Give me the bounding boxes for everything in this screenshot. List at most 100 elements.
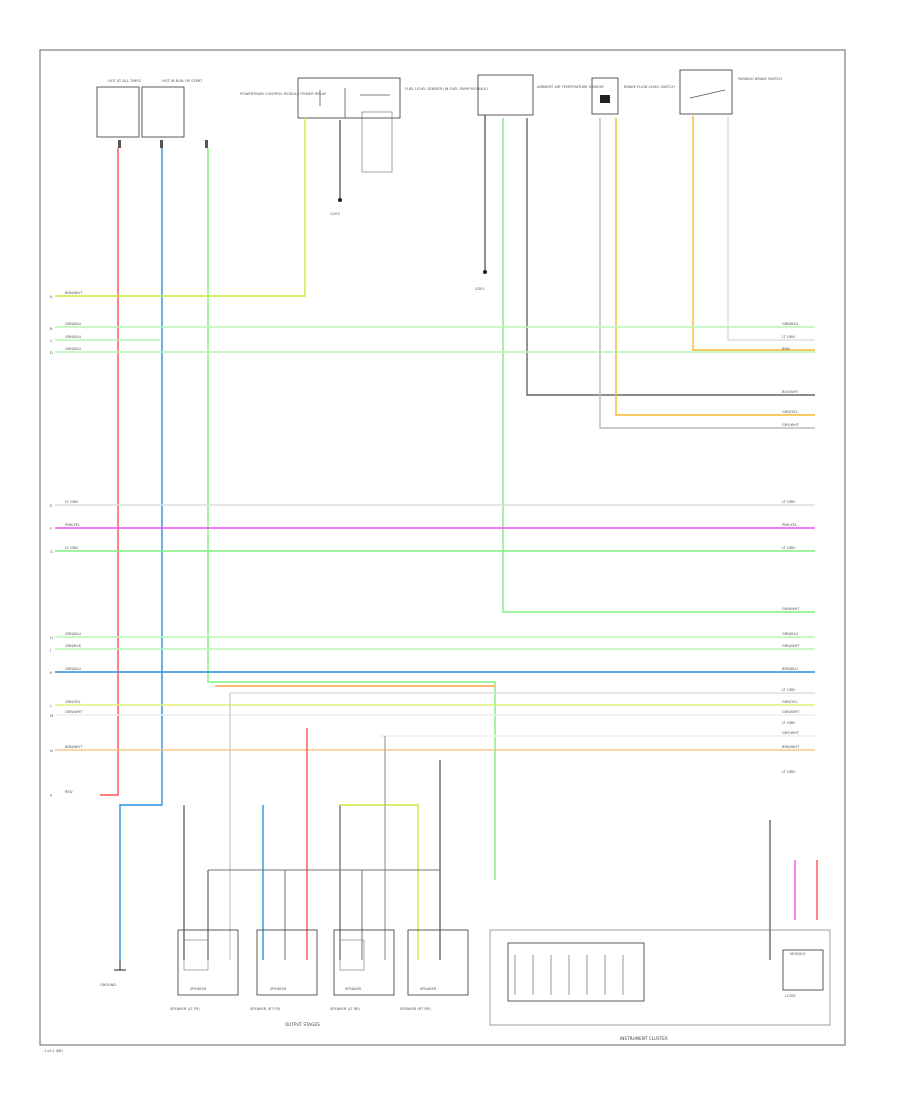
- speaker-sublabel-2: SPEAKER (RT FR): [250, 1007, 281, 1011]
- right-wire-labels: GRN/BLU LT GRN BRN BLK/WHT GRN/YEL GRY/W…: [782, 322, 800, 774]
- speaker-box-2-label: SPEAKER: [270, 987, 287, 991]
- instrument-cluster: MODULE LOGIC INSTRUMENT CLUSTER: [489, 929, 831, 1041]
- left-pin: H: [50, 636, 53, 640]
- right-wire-label: GRN/WHT: [782, 607, 800, 611]
- right-wire-label: PNK/YEL: [782, 523, 797, 527]
- left-pin-column: A B C D E F G H J K L M N P: [49, 295, 53, 798]
- right-wire-label: GRN/WHT: [782, 644, 800, 648]
- speaker-sublabel-4: SPEAKER (RT RR): [400, 1007, 431, 1011]
- ground-symbol-top-left: G203: [330, 120, 342, 216]
- cluster-module-label: MODULE: [790, 952, 806, 956]
- right-wire-label: LT GRN: [782, 546, 795, 550]
- hot-at-all-times-box: HOT AT ALL TIMES HOT IN RUN OR START: [96, 79, 208, 148]
- blue-power-wire: [119, 148, 163, 960]
- right-wire-label: GRN/BLU: [782, 632, 798, 636]
- hot-at-all-times-label: HOT AT ALL TIMES: [108, 79, 142, 83]
- bottom-left-ground: GROUND: [100, 960, 126, 987]
- right-wire-label: BRN: [782, 347, 790, 351]
- left-wire-label: GRN/BLU: [65, 322, 81, 326]
- right-wire-label: BLK/WHT: [782, 390, 799, 394]
- brake-switch-wire-2: [615, 118, 815, 416]
- pcm-power-relay-label-group: POWERTRAIN CONTROL MODULE POWER RELAY: [240, 92, 327, 96]
- right-wire-label: BRN/WHT: [782, 745, 800, 749]
- left-pin: M: [50, 714, 53, 718]
- ambient-temp-sensor: AMBIENT AIR TEMPERATURE SENSOR: [477, 74, 604, 116]
- left-wire-label: GRN/YEL: [65, 700, 81, 704]
- ground-label-2: G301: [475, 287, 485, 291]
- ground-symbol-top-mid: G301: [475, 115, 487, 291]
- speaker-sublabel-1: SPEAKER (LT FR): [170, 1007, 200, 1011]
- left-pin: F: [50, 527, 52, 531]
- right-wire-label: GRN/YEL: [782, 410, 798, 414]
- right-wire-label: LT GRN: [782, 770, 795, 774]
- parking-brake-wire-1: [692, 116, 815, 351]
- right-wire-label: LT GRN: [782, 688, 795, 692]
- speaker-box-4: SPEAKER SPEAKER (RT RR): [400, 929, 469, 1011]
- left-pin: L: [50, 704, 52, 708]
- left-wire-label: GRN/BLU: [65, 335, 81, 339]
- ambient-sensor-wire-2: [526, 118, 815, 396]
- left-wire-label: GRN/BLK: [65, 644, 82, 648]
- left-wire-label: BRN/WHT: [65, 745, 83, 749]
- right-wire-label: GRY/WHT: [782, 731, 800, 735]
- left-pin: A: [50, 295, 53, 299]
- speaker-box-3: SPEAKER SPEAKER (LT RR): [330, 929, 395, 1011]
- speaker-group: SPEAKER SPEAKER (LT FR) SPEAKER SPEAKER …: [170, 929, 469, 1027]
- parking-brake-switch: PARKING BRAKE SWITCH: [679, 69, 782, 115]
- left-pin: P: [50, 794, 53, 798]
- left-pin: C: [50, 339, 53, 343]
- speaker-wire-lime: [340, 804, 419, 960]
- left-pin: N: [50, 749, 53, 753]
- speaker-box-1: SPEAKER SPEAKER (LT FR): [170, 929, 239, 1011]
- right-wire-label: GRN/BLU: [782, 322, 798, 326]
- left-wire-label: GRN/BLU: [65, 667, 81, 671]
- left-wire-label: GRN/BLU: [65, 347, 81, 351]
- right-wire-label: GRN/YEL: [782, 700, 798, 704]
- left-wire-label: PNK/YEL: [65, 523, 80, 527]
- left-pin: B: [50, 327, 53, 331]
- right-wire-label: LT GRN: [782, 500, 795, 504]
- red-power-wire: [100, 148, 119, 796]
- fuel-level-sensor: FUEL LEVEL SENDER (IN FUEL PUMP MODULE): [297, 77, 488, 119]
- right-wire-label: GRY/WHT: [782, 423, 800, 427]
- speaker-box-1-label: SPEAKER: [190, 987, 207, 991]
- instrument-cluster-outline: [489, 929, 831, 1026]
- left-wire-label: LT GRN: [65, 546, 78, 550]
- left-wire-label: GRN/BLU: [65, 632, 81, 636]
- output-stages-label: OUTPUT STAGES: [285, 1022, 320, 1027]
- ambient-temp-sensor-label: AMBIENT AIR TEMPERATURE SENSOR: [537, 85, 604, 89]
- ambient-sensor-wire-1: [502, 118, 815, 613]
- left-pin: E: [50, 504, 53, 508]
- left-pin: J: [49, 648, 51, 652]
- hot-in-run-label: HOT IN RUN OR START: [162, 79, 203, 83]
- right-wire-label: GRN/WHT: [782, 710, 800, 714]
- brake-fluid-switch-label: BRAKE FLUID LEVEL SWITCH: [624, 85, 675, 89]
- brake-switch-wire-1: [599, 118, 815, 429]
- left-wire-label: GRN/WHT: [65, 710, 83, 714]
- ground-left-label: GROUND: [100, 983, 116, 987]
- parking-brake-switch-label: PARKING BRAKE SWITCH: [738, 77, 782, 81]
- left-wire-labels: BRN/WHT GRN/BLU GRN/BLU GRN/BLU LT GRN P…: [65, 291, 83, 794]
- left-pin: K: [50, 671, 53, 675]
- instrument-cluster-label: INSTRUMENT CLUSTER: [620, 1036, 668, 1041]
- pcm-power-relay-label: POWERTRAIN CONTROL MODULE POWER RELAY: [240, 92, 327, 96]
- right-wire-label: LT GRN: [782, 335, 795, 339]
- speaker-box-2: SPEAKER SPEAKER (RT FR): [250, 929, 318, 1011]
- diagram-border: [39, 49, 846, 1046]
- speaker-box-4-label: SPEAKER: [420, 987, 437, 991]
- page-code: 1 of 2 (88): [44, 1049, 63, 1053]
- relay-contact-box: [361, 111, 393, 173]
- left-wire-label: LT GRN: [65, 500, 78, 504]
- fuel-level-sensor-label: FUEL LEVEL SENDER (IN FUEL PUMP MODULE): [405, 87, 488, 91]
- left-wire-label: RED: [65, 790, 73, 794]
- green-ignition-wire: [207, 148, 496, 880]
- parking-brake-wire-2: [727, 116, 815, 341]
- fuel-sender-signal-wire: [55, 118, 306, 297]
- left-wire-label: BRN/WHT: [65, 291, 83, 295]
- ground-label-1: G203: [330, 212, 340, 216]
- left-pin: G: [50, 550, 53, 554]
- cluster-logic-label: LOGIC: [785, 994, 797, 998]
- cluster-gauge-rows: [514, 955, 624, 995]
- left-pin: D: [50, 351, 53, 355]
